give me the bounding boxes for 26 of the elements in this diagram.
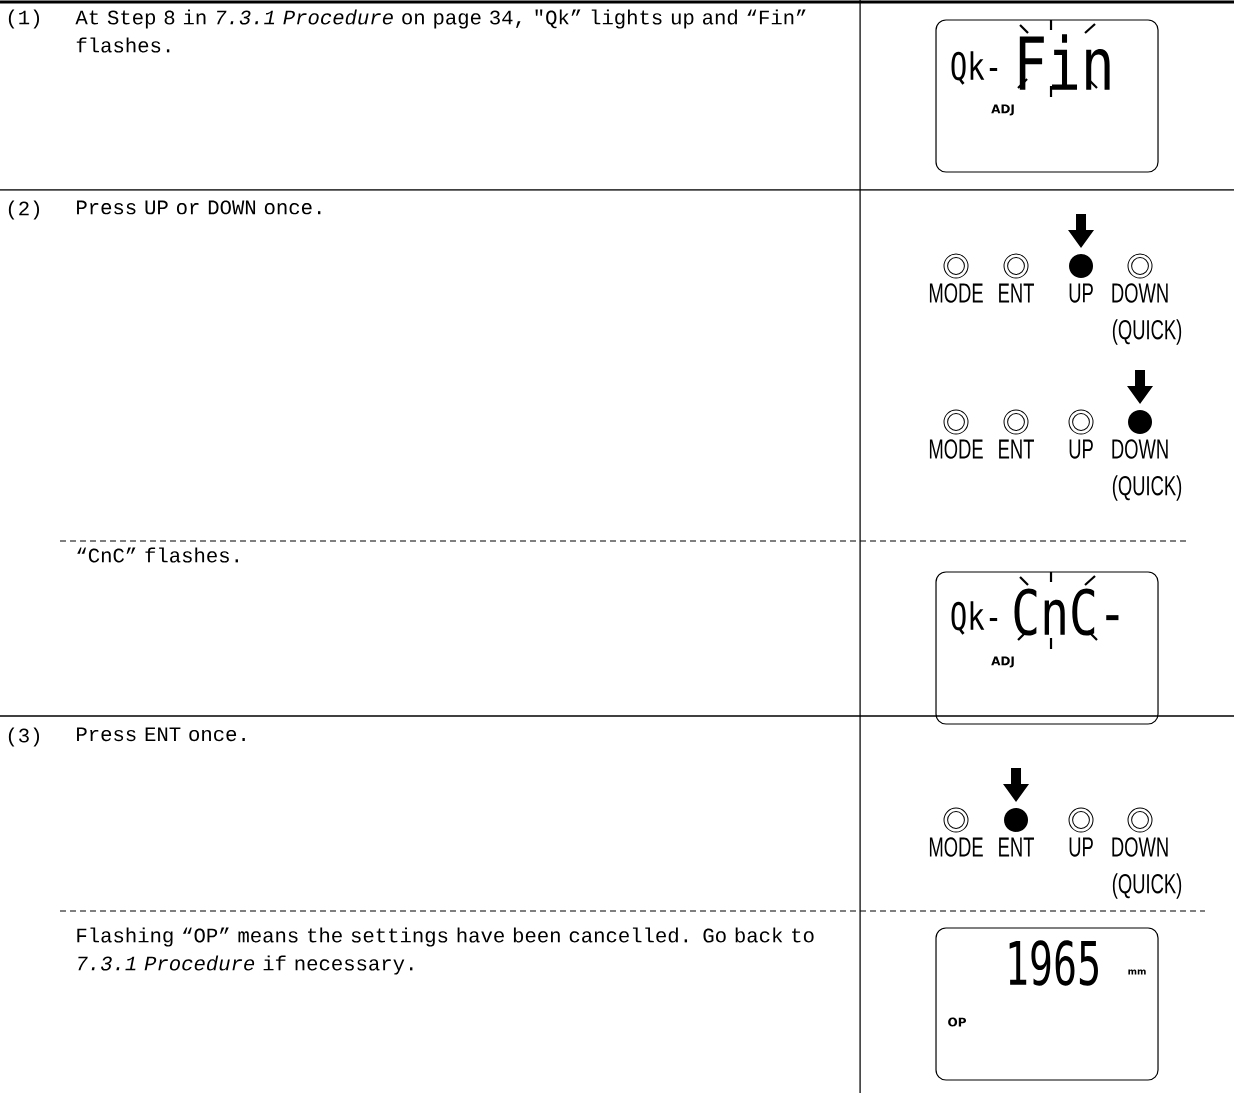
button-label: ENT (999, 837, 1034, 857)
step-number: (3) (8, 727, 40, 747)
button-label: UP (1069, 837, 1093, 857)
button-label: ENT (999, 283, 1034, 303)
button-label: (QUICK) (1112, 873, 1182, 899)
button-label: UP (1069, 283, 1093, 303)
button-label: DOWN (1112, 439, 1168, 459)
button-label: (QUICK) (1112, 319, 1182, 345)
button-label: MODE (929, 283, 983, 303)
step-number: (2) (8, 200, 40, 220)
button-label: MODE (929, 439, 983, 459)
step-number: (1) (8, 9, 40, 29)
button-label: ENT (999, 439, 1034, 459)
step-text: At Step 8 in 7.3.1 Procedure on page 34, "Qk” lights up and “Fin” flashes. (75, 9, 806, 53)
button-label: MODE (929, 837, 983, 857)
step-text: Press ENT once. (77, 727, 245, 742)
button-label: (QUICK) (1112, 475, 1182, 501)
button-label: UP (1069, 439, 1093, 459)
lcd-display: Qk- CnC- ADJ (935, 571, 1159, 725)
lcd-display: Qk- Fin ADJ (935, 19, 1159, 173)
lcd-display: 1965 mm OP (935, 927, 1159, 1081)
button-label: DOWN (1112, 837, 1168, 857)
step-text: “CnC” flashes. (77, 547, 238, 563)
step-text: Press UP or DOWN once. (77, 200, 321, 215)
step-text: Flashing “OP” means the settings have been cancelled. Go back to 7.3.1 Procedure if necessary. (77, 927, 814, 975)
button-label: DOWN (1112, 283, 1168, 303)
